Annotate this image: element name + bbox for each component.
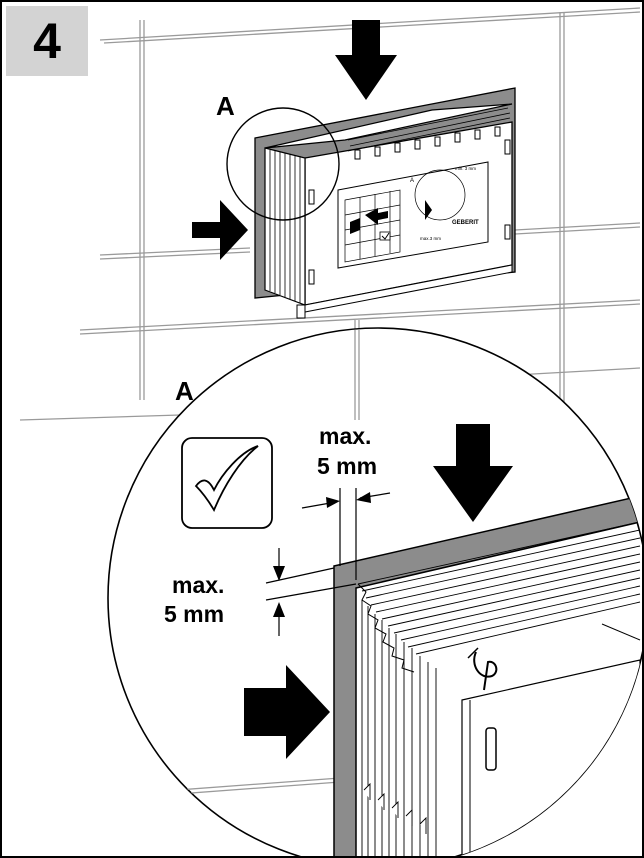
dimension-horizontal-line2: 5 mm (317, 453, 377, 479)
box-measure-text-2: max.3 mm (420, 236, 441, 241)
push-down-arrow-zoom (433, 424, 513, 522)
dimension-vertical-line1: max. (172, 572, 224, 598)
dimension-horizontal-gap (301, 488, 391, 580)
push-right-arrow-zoom (244, 665, 330, 759)
box-detail-letter: A (410, 178, 414, 184)
step-number: 4 (33, 13, 61, 69)
checkmark-icon (181, 437, 273, 529)
step-badge: 4 (6, 6, 88, 76)
detail-circle-a (226, 107, 340, 221)
push-down-arrow-top (335, 20, 397, 100)
box-measure-text-1: min. 3 mm (455, 166, 476, 171)
dimension-vertical-gap (265, 548, 357, 636)
detail-label-top: A (216, 91, 235, 121)
detail-label-zoom: A (175, 376, 194, 406)
dimension-vertical-line2: 5 mm (164, 601, 224, 627)
dimension-horizontal-line1: max. (319, 423, 371, 449)
installation-box: GEBERIT min. 3 mm max.3 mm A (254, 87, 516, 319)
push-right-arrow-top (192, 200, 248, 260)
box-brand-text: GEBERIT (452, 220, 479, 226)
